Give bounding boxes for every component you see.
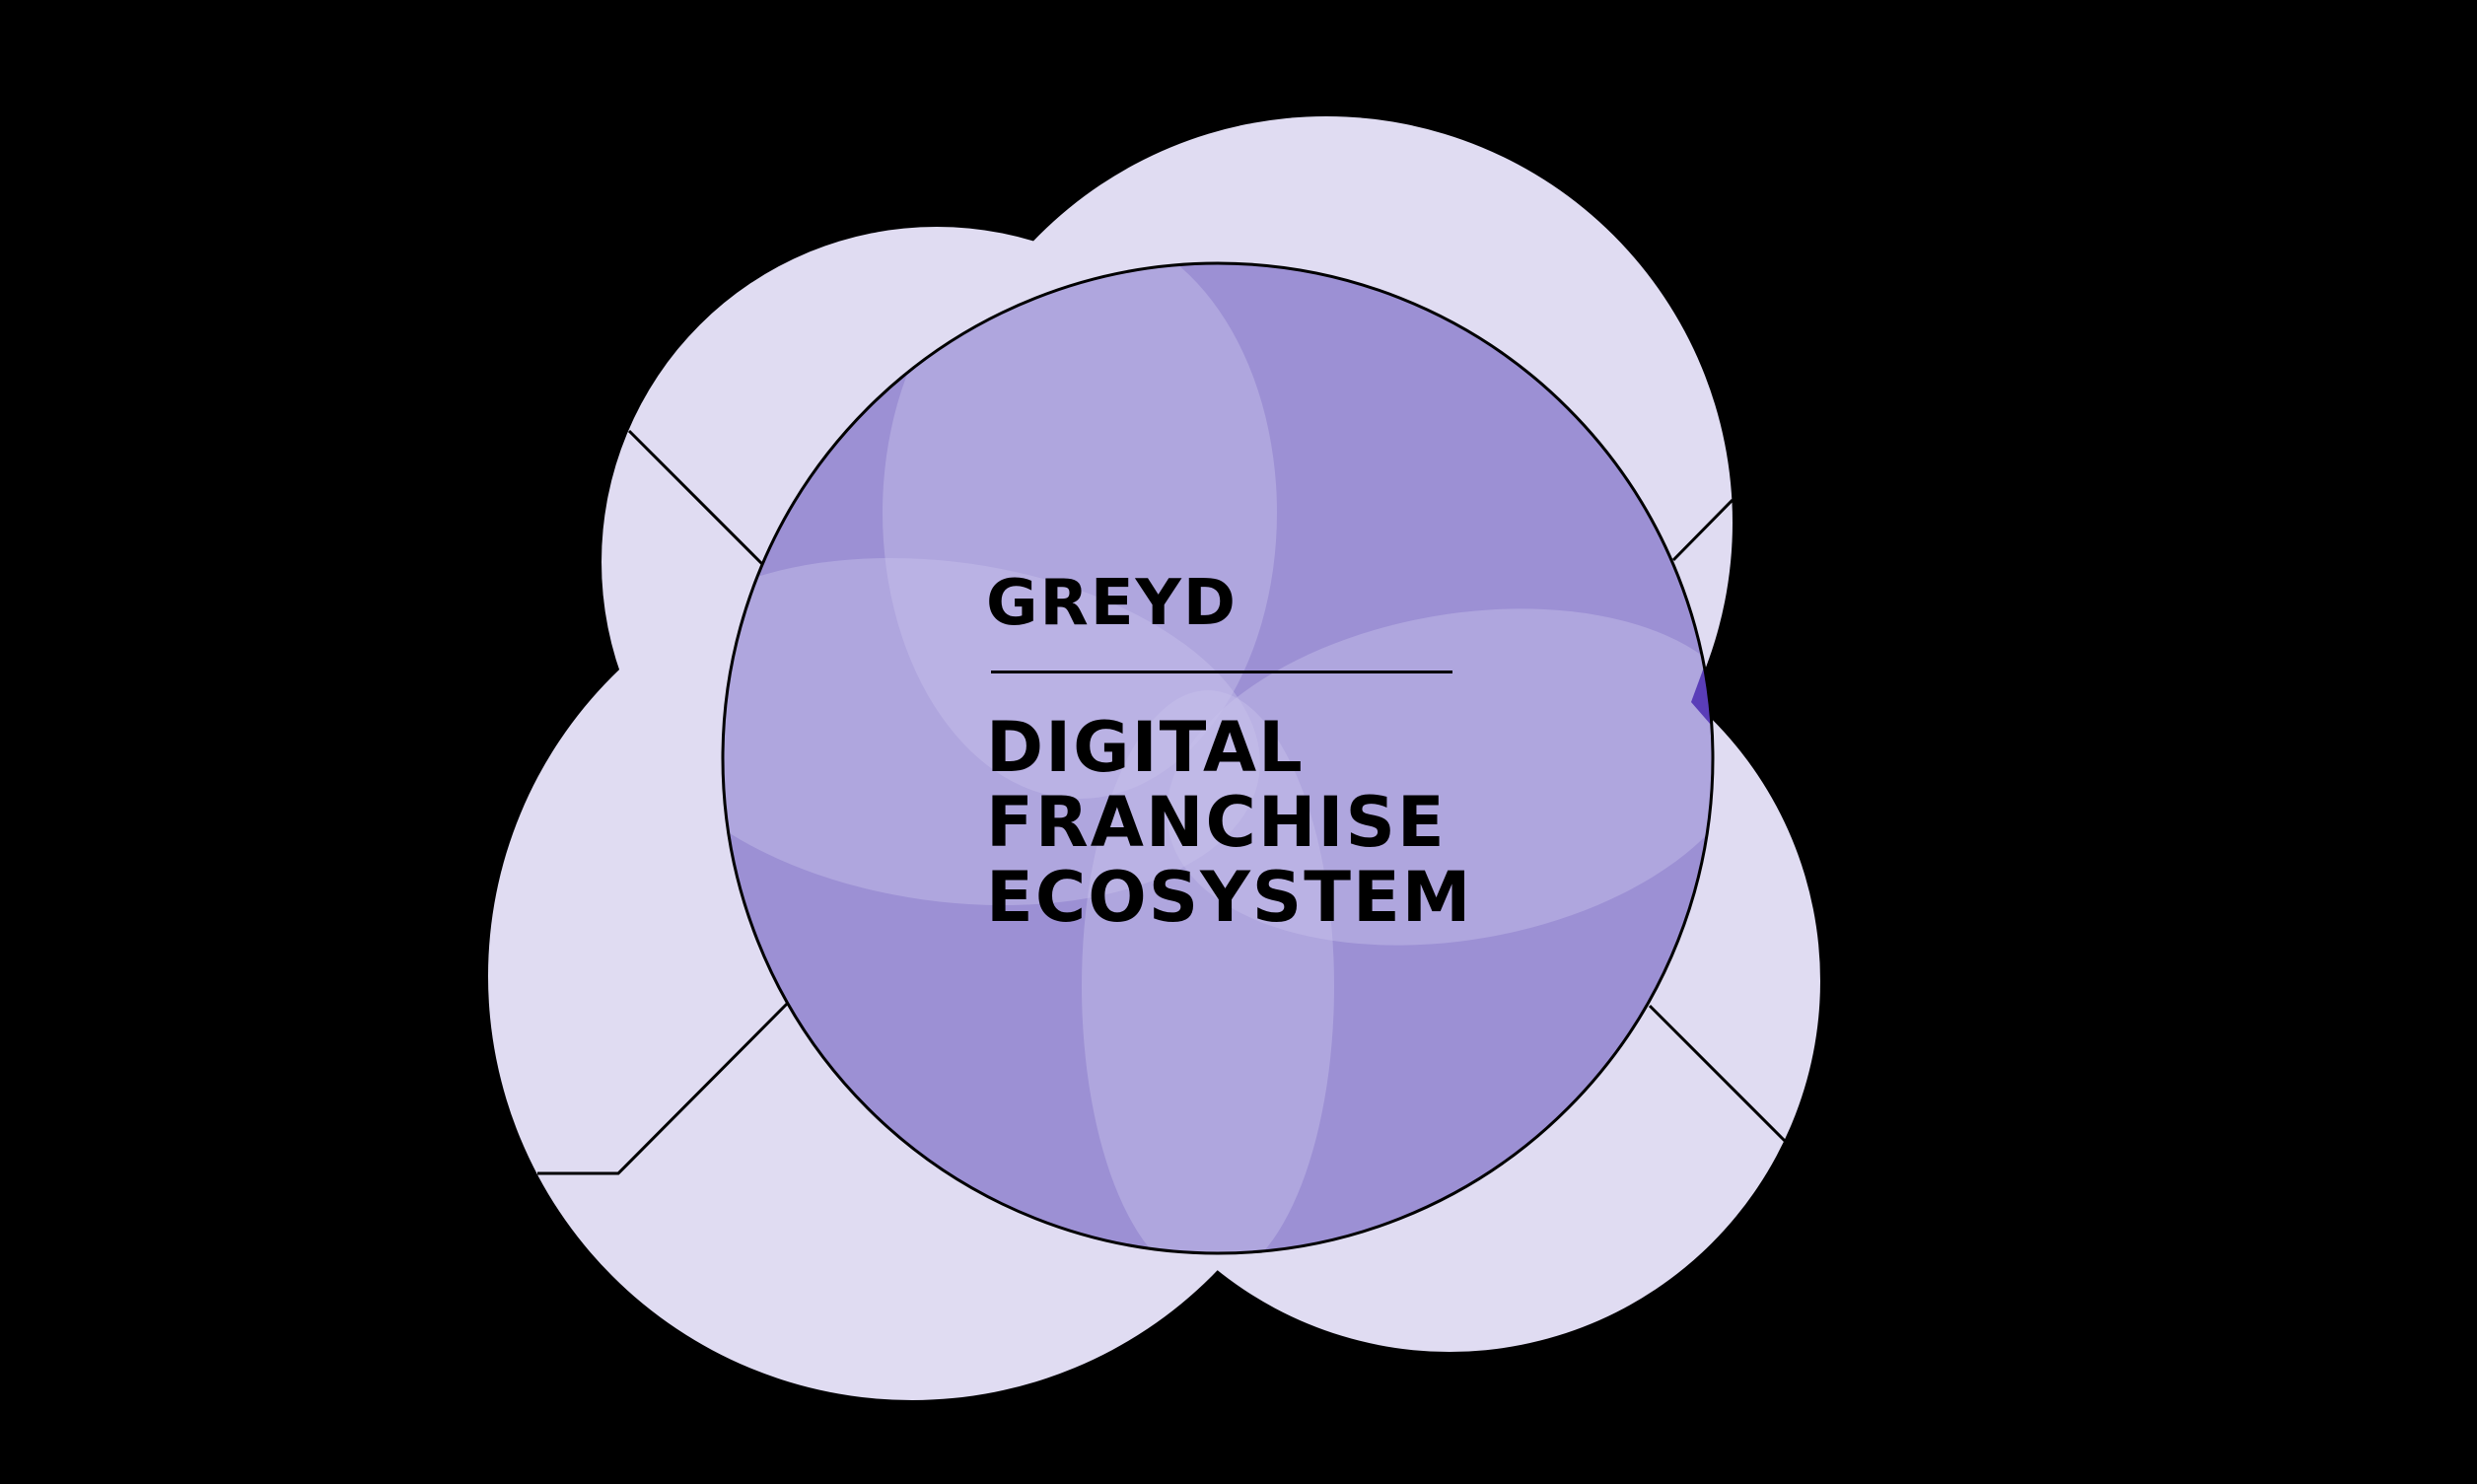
divider-line [991, 671, 1452, 673]
subtitle-line-3: ECOSYSTEM [986, 857, 1473, 938]
brand-title: GREYD [986, 567, 1238, 640]
core-circle [723, 263, 1713, 1253]
subtitle-line-1: DIGITAL [986, 707, 1305, 788]
petals [723, 263, 1713, 1253]
core-outline [721, 261, 1715, 1255]
petal-left [723, 557, 1260, 906]
petal-right [1167, 608, 1713, 946]
leader-line-bottom-left [537, 1002, 789, 1175]
subtitle: DIGITAL FRANCHISE ECOSYSTEM [986, 710, 1472, 935]
title-block: GREYD DIGITAL FRANCHISE ECOSYSTEM [986, 567, 1479, 935]
petal-top [883, 263, 1277, 799]
leader-line-top-right [1671, 498, 1734, 562]
leader-lines [537, 429, 1787, 1175]
petal-bottom [1082, 690, 1334, 1253]
subtitle-line-2: FRANCHISE [986, 782, 1447, 863]
leader-line-bottom-right [1648, 1004, 1787, 1143]
leader-line-top-left [627, 429, 764, 566]
